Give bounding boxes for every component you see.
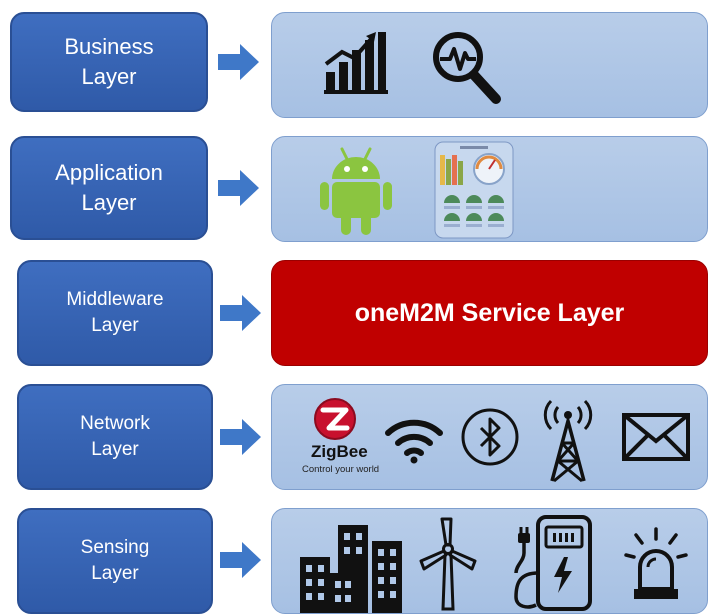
network-layer-line2: Layer: [91, 439, 139, 460]
onem2m-service-layer-panel: oneM2M Service Layer: [271, 260, 708, 366]
dashboard-screen-icon: [434, 141, 514, 239]
middleware-arrow-icon: [220, 295, 261, 331]
business-layer-box: Business Layer: [10, 12, 208, 112]
network-layer-box: Network Layer: [17, 384, 213, 490]
ev-charger-icon: [514, 515, 592, 611]
alarm-beacon-icon: [624, 527, 688, 599]
city-buildings-icon: [300, 525, 402, 613]
middleware-layer-box: Middleware Layer: [17, 260, 213, 366]
android-icon: [320, 147, 392, 235]
middleware-layer-line1: Middleware: [66, 289, 164, 311]
sensing-layer-line1: Sensing: [80, 537, 150, 559]
zigbee-tagline-text: Control your world: [302, 464, 380, 475]
bluetooth-icon: [461, 408, 519, 466]
business-layer-line2: Layer: [81, 64, 137, 89]
envelope-icon: [622, 413, 690, 461]
sensing-panel: [271, 508, 708, 614]
application-layer-box: Application Layer: [10, 136, 208, 240]
onem2m-service-layer-label: oneM2M Service Layer: [354, 298, 625, 327]
network-layer-line1: Network: [80, 413, 150, 435]
network-arrow-icon: [220, 419, 261, 455]
radio-tower-icon: [543, 399, 593, 483]
business-arrow-icon: [218, 44, 259, 80]
application-panel: [271, 136, 708, 242]
application-arrow-icon: [218, 170, 259, 206]
zigbee-logo-icon: [314, 398, 356, 440]
wind-turbine-icon: [419, 517, 477, 611]
zigbee-brand-text: ZigBee: [311, 442, 368, 461]
business-panel: [271, 12, 708, 118]
sensing-layer-box: Sensing Layer: [17, 508, 213, 614]
application-layer-line2: Layer: [81, 190, 137, 215]
business-layer-line1: Business: [64, 34, 154, 60]
middleware-layer-line2: Layer: [91, 315, 139, 336]
application-layer-line1: Application: [55, 160, 163, 186]
bar-chart-icon: [324, 32, 388, 94]
wifi-icon: [385, 419, 443, 464]
network-panel: ZigBee Control your world: [271, 384, 708, 490]
analytics-magnifier-icon: [433, 32, 501, 104]
sensing-layer-line2: Layer: [91, 563, 139, 584]
sensing-arrow-icon: [220, 542, 261, 578]
